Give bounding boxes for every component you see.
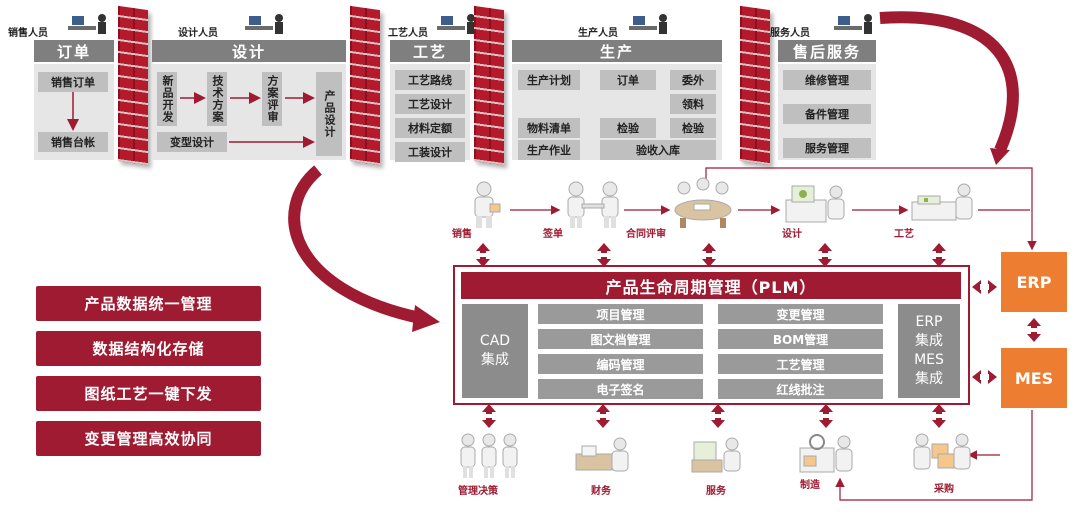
computer-user-icon [437, 14, 475, 34]
curved-arrow-head [412, 305, 440, 332]
flow-label: 销售 [452, 229, 472, 240]
flow-label: 工艺 [894, 229, 914, 240]
flow-line [835, 410, 1033, 501]
computer-user-icon [834, 14, 872, 34]
procurement-figure [913, 433, 971, 470]
production-item: 生产计划 [518, 70, 580, 90]
role-sales: 销售人员 [8, 28, 48, 39]
plm-module: 项目管理 [538, 304, 703, 324]
plm-module: 变更管理 [718, 304, 883, 324]
plm-module: 红线批注 [718, 379, 883, 399]
bottom-label: 管理决策 [458, 486, 498, 497]
plm-module: 编码管理 [538, 354, 703, 374]
order-header: 订单 [34, 40, 114, 62]
service-figure [691, 437, 741, 473]
production-header: 生产 [512, 40, 722, 62]
service-item: 备件管理 [783, 104, 871, 124]
process-header: 工艺 [390, 40, 470, 62]
role-design: 设计人员 [178, 28, 218, 39]
process-item: 材料定额 [395, 118, 465, 138]
mes-box: MES [1001, 348, 1067, 408]
management-figure [460, 433, 518, 478]
meeting-figure [674, 177, 732, 228]
production-item: 委外 [670, 70, 716, 90]
plm-module: BOM管理 [718, 329, 883, 349]
bottom-label: 财务 [591, 486, 611, 497]
salesperson-figure [474, 181, 501, 228]
process-item: 工装设计 [395, 142, 465, 162]
bottom-label: 服务 [706, 486, 726, 497]
plm-module: 工艺管理 [718, 354, 883, 374]
design-item: 方案评审 [262, 72, 282, 126]
role-production: 生产人员 [578, 28, 618, 39]
design-item: 技术方案 [207, 72, 227, 126]
design-item: 产品设计 [316, 72, 342, 156]
curved-arrow-head [990, 148, 1010, 165]
plm-cad-integration: CAD 集成 [462, 304, 528, 398]
service-item: 服务管理 [783, 138, 871, 158]
production-item: 物料清单 [518, 118, 580, 138]
curved-arrow [288, 165, 422, 324]
plm-module: 图文档管理 [538, 329, 703, 349]
production-item: 生产作业 [518, 140, 580, 160]
bottom-label: 制造 [800, 480, 820, 491]
curved-arrow [879, 11, 1019, 153]
flow-line [705, 167, 1037, 251]
finance-figure [575, 437, 629, 472]
computer-user-icon [245, 14, 283, 34]
handshake-figure [567, 181, 619, 228]
production-item: 验收入库 [600, 140, 716, 160]
role-service: 服务人员 [770, 28, 810, 39]
computer-user-icon [68, 14, 106, 34]
order-item: 销售订单 [38, 72, 108, 92]
flow-label: 设计 [782, 229, 802, 240]
benefit-item: 产品数据统一管理 [36, 286, 261, 321]
benefit-item: 变更管理高效协同 [36, 421, 261, 456]
erp-box: ERP [1001, 252, 1067, 312]
plm-module: 电子签名 [538, 379, 703, 399]
service-header: 售后服务 [778, 40, 876, 62]
design-item: 新品开发 [157, 72, 177, 126]
computer-user-icon [629, 14, 667, 34]
design-item: 变型设计 [157, 132, 227, 152]
flow-label: 签单 [543, 229, 563, 240]
process-item: 工艺路线 [395, 70, 465, 90]
bottom-label: 采购 [934, 484, 954, 495]
manufacturing-figure [799, 434, 853, 473]
plm-erp-mes-integration: ERP 集成 MES 集成 [898, 304, 960, 398]
double-arrows [476, 243, 1041, 428]
production-item: 订单 [600, 70, 656, 90]
designer-figure [785, 185, 845, 223]
production-item: 检验 [600, 118, 656, 138]
engineer-figure [911, 183, 973, 221]
plm-title: 产品生命周期管理（PLM） [461, 272, 961, 299]
service-item: 维修管理 [783, 70, 871, 90]
benefit-item: 图纸工艺一键下发 [36, 376, 261, 411]
design-header: 设计 [152, 40, 346, 62]
process-item: 工艺设计 [395, 94, 465, 114]
order-item: 销售台帐 [38, 132, 108, 152]
role-process: 工艺人员 [388, 28, 428, 39]
production-item: 领料 [670, 94, 716, 114]
flow-label: 合同评审 [626, 229, 666, 240]
benefit-item: 数据结构化存储 [36, 331, 261, 366]
production-item: 检验 [670, 118, 716, 138]
